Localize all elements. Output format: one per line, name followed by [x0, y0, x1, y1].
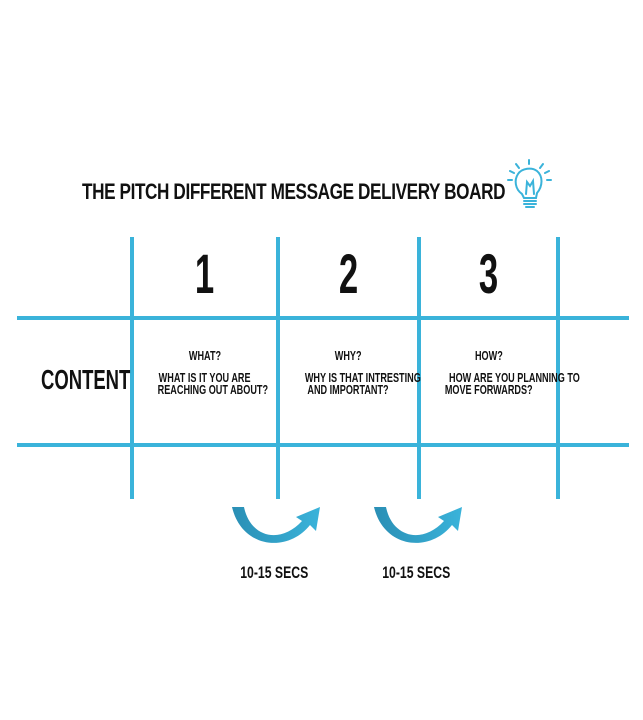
column-header-2: 2: [338, 242, 359, 305]
board-title: THE PITCH DIFFERENT MESSAGE DELIVERY BOA…: [82, 176, 506, 208]
row-label-content: CONTENT: [41, 364, 131, 395]
grid-line-vertical: [130, 237, 134, 499]
curved-arrow-icon: [232, 507, 320, 543]
cell-description: AND IMPORTANT?: [307, 382, 390, 397]
cell-question: WHY?: [335, 348, 362, 363]
curved-arrow-icon: [374, 507, 462, 543]
cell-description: WHAT IS IT YOU ARE: [159, 370, 251, 385]
board-title-text: THE PITCH DIFFERENT MESSAGE DELIVERY BOA…: [82, 179, 506, 204]
grid-line-vertical: [556, 237, 560, 499]
cell-question: WHAT?: [188, 348, 222, 363]
column-header-3: 3: [478, 242, 499, 305]
cell-description: WHY IS THAT INTRESTING: [304, 370, 421, 385]
cell-description: REACHING OUT ABOUT?: [157, 382, 269, 397]
lightbulb-icon: [507, 159, 552, 208]
column-header-1: 1: [195, 242, 215, 305]
cell-question: HOW?: [474, 348, 503, 363]
grid-line-horizontal: [17, 443, 629, 447]
cell-description: MOVE FORWARDS?: [444, 382, 533, 397]
grid-line-vertical: [276, 237, 280, 499]
grid-line-vertical: [417, 237, 421, 499]
transition-time-label: 10-15 SECS: [381, 563, 451, 582]
grid-line-horizontal: [17, 316, 629, 320]
cell-description: HOW ARE YOU PLANNING TO: [449, 370, 580, 385]
transition-time-label: 10-15 SECS: [239, 563, 309, 582]
